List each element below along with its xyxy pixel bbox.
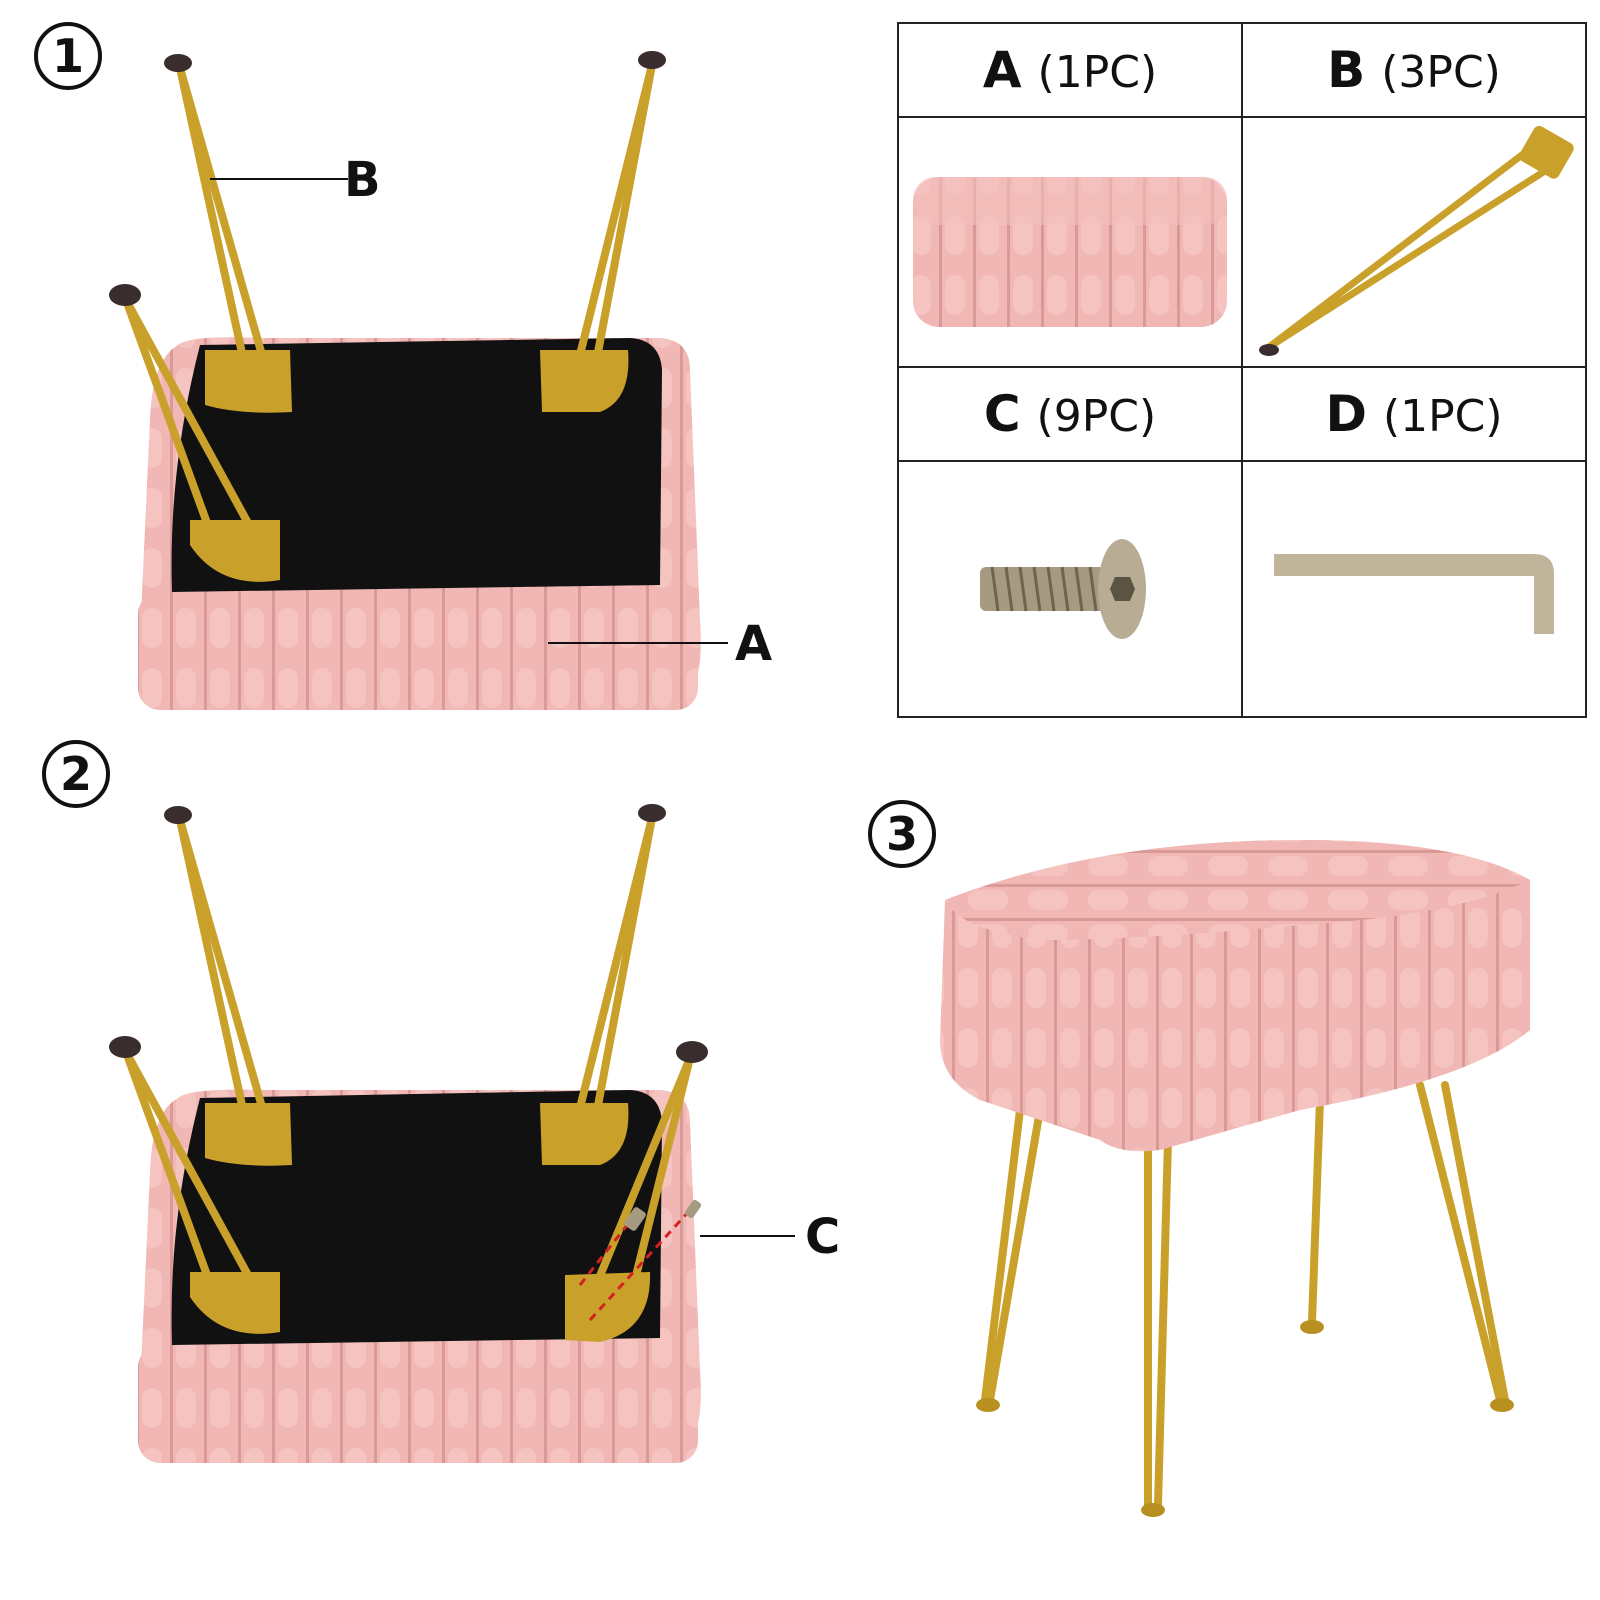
stool-cushion bbox=[940, 840, 1530, 1152]
parts-list-table: A(1PC) B(3PC) C(9PC) D(1PC) bbox=[897, 22, 1587, 718]
callout-b: B bbox=[344, 152, 381, 208]
callout-a: A bbox=[735, 616, 773, 672]
part-c-header: C(9PC) bbox=[897, 366, 1243, 462]
allen-key-icon bbox=[1274, 554, 1554, 634]
part-a-image bbox=[897, 116, 1243, 368]
leg-foot bbox=[109, 51, 666, 306]
step-1-badge: 1 bbox=[34, 22, 102, 90]
cushion-underside bbox=[137, 1089, 701, 1463]
part-c-image bbox=[897, 460, 1243, 718]
assembled-stool-legs bbox=[981, 1081, 1509, 1509]
step-3-badge: 3 bbox=[868, 800, 936, 868]
screw-icon bbox=[980, 539, 1146, 639]
screw bbox=[624, 1199, 702, 1231]
step-3-illustration bbox=[940, 840, 1530, 1517]
leg-foot bbox=[976, 1320, 1514, 1517]
part-b-header: B(3PC) bbox=[1241, 22, 1587, 118]
step-number: 3 bbox=[885, 807, 918, 861]
leader-line-b bbox=[210, 178, 348, 180]
leader-line-c bbox=[700, 1235, 795, 1237]
step-2-badge: 2 bbox=[42, 740, 110, 808]
leader-line-a bbox=[548, 642, 728, 644]
callout-c: C bbox=[805, 1209, 841, 1265]
part-d-image bbox=[1241, 460, 1587, 718]
cushion-underside bbox=[137, 337, 701, 710]
leg-foot bbox=[109, 804, 708, 1063]
part-a-header: A(1PC) bbox=[897, 22, 1243, 118]
hairpin-leg bbox=[122, 814, 694, 1304]
step-2-illustration bbox=[109, 804, 708, 1463]
cushion-icon bbox=[913, 177, 1227, 327]
install-guide-line bbox=[578, 1208, 692, 1322]
step-number: 1 bbox=[51, 29, 84, 83]
hairpin-leg bbox=[122, 61, 656, 549]
step-number: 2 bbox=[59, 747, 92, 801]
step-1-illustration bbox=[109, 51, 701, 710]
part-b-image bbox=[1241, 116, 1587, 368]
part-d-header: D(1PC) bbox=[1241, 366, 1587, 462]
hairpin-leg-icon bbox=[1259, 125, 1574, 356]
